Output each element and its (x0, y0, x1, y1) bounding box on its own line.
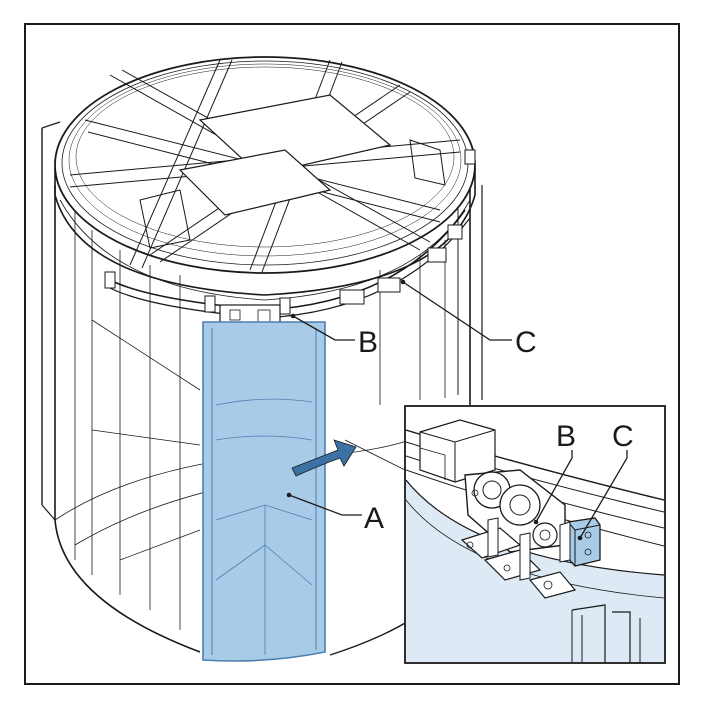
drum-left-wall (54, 185, 201, 653)
detail-inset: B C (404, 405, 666, 664)
label-c-main: C (515, 326, 537, 359)
door-leaf (202, 321, 326, 662)
track-rail (104, 149, 476, 325)
label-c-inset: C (612, 420, 634, 453)
rotation-arrow (291, 439, 357, 477)
figure-frame (24, 23, 680, 685)
label-b-inset: B (556, 420, 576, 453)
drum-structure (41, 121, 483, 656)
canopy-beams (69, 59, 461, 273)
label-a-main: A (364, 502, 384, 535)
leader-lines (288, 281, 512, 516)
label-b-main: B (358, 326, 378, 359)
